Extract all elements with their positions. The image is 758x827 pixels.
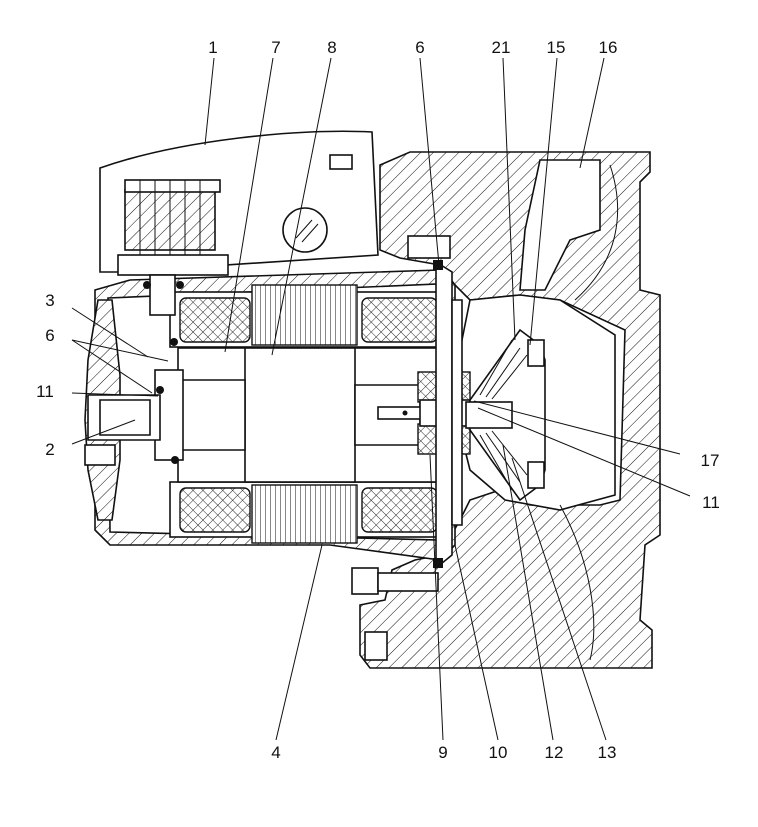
callout-13: 13 [598,743,617,762]
callout-3: 3 [45,291,54,310]
callout-16: 16 [599,38,618,57]
callout-21: 21 [492,38,511,57]
bearing-plate [435,260,463,570]
leader-lines [71,57,691,741]
callout-8: 8 [327,38,336,57]
stator-winding [169,284,446,544]
callout-4: 4 [271,743,280,762]
callout-12: 12 [545,743,564,762]
callout-9: 9 [438,743,447,762]
mounting-bolts [351,235,451,595]
callout-2: 2 [45,440,54,459]
terminal-box [99,130,379,316]
callout-11-left: 11 [36,382,54,401]
callout-6-left: 6 [45,326,54,345]
callout-7: 7 [271,38,280,57]
rotor-assembly [177,347,441,483]
callout-labels: 1 7 8 6 21 15 16 3 6 11 2 17 11 4 9 10 1… [36,38,720,762]
o-ring-seals [143,260,443,568]
callout-17: 17 [701,451,720,470]
callout-11-right: 11 [702,493,720,512]
impeller [465,328,546,502]
callout-1: 1 [208,38,217,57]
callout-10: 10 [489,743,508,762]
callout-15: 15 [547,38,566,57]
callout-6-top: 6 [415,38,424,57]
